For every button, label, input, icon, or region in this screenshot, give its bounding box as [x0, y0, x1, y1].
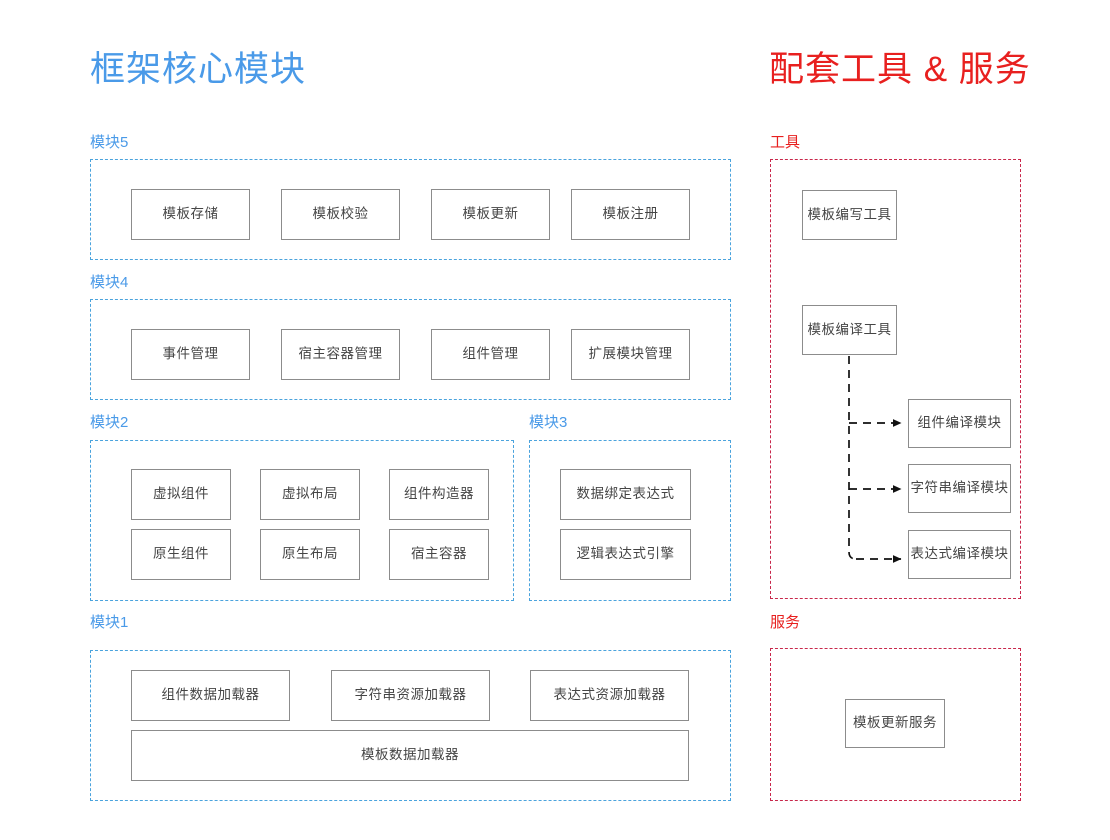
group-label-module4: 模块4 [90, 274, 129, 291]
node-module5-0[interactable]: 模板存储 [131, 189, 250, 240]
node-module3-0[interactable]: 数据绑定表达式 [560, 469, 691, 520]
group-label-module5: 模块5 [90, 134, 129, 151]
node-module2-2[interactable]: 组件构造器 [389, 469, 489, 520]
node-module1-3[interactable]: 模板数据加载器 [131, 730, 689, 781]
node-compile-module-expression[interactable]: 表达式编译模块 [908, 530, 1011, 579]
node-compile-module-component[interactable]: 组件编译模块 [908, 399, 1011, 448]
node-module1-0[interactable]: 组件数据加载器 [131, 670, 290, 721]
node-module1-1[interactable]: 字符串资源加载器 [331, 670, 490, 721]
node-module2-3[interactable]: 原生组件 [131, 529, 231, 580]
node-template-update-service[interactable]: 模板更新服务 [845, 699, 945, 748]
node-module2-1[interactable]: 虚拟布局 [260, 469, 360, 520]
group-label-module2: 模块2 [90, 414, 129, 431]
node-module4-3[interactable]: 扩展模块管理 [571, 329, 690, 380]
group-label-module3: 模块3 [529, 414, 568, 431]
node-module4-0[interactable]: 事件管理 [131, 329, 250, 380]
group-label-module1: 模块1 [90, 614, 129, 631]
node-module2-0[interactable]: 虚拟组件 [131, 469, 231, 520]
node-module4-2[interactable]: 组件管理 [431, 329, 550, 380]
node-module2-4[interactable]: 原生布局 [260, 529, 360, 580]
node-module4-1[interactable]: 宿主容器管理 [281, 329, 400, 380]
node-module1-2[interactable]: 表达式资源加载器 [530, 670, 689, 721]
page-title-core: 框架核心模块 [90, 50, 307, 89]
node-module5-3[interactable]: 模板注册 [571, 189, 690, 240]
group-label-tools: 工具 [770, 134, 801, 151]
node-module5-2[interactable]: 模板更新 [431, 189, 550, 240]
page-title-tools: 配套工具 & 服务 [769, 50, 1031, 89]
node-template-authoring-tool[interactable]: 模板编写工具 [802, 190, 897, 240]
node-compile-module-string[interactable]: 字符串编译模块 [908, 464, 1011, 513]
group-label-services: 服务 [770, 614, 801, 631]
node-module2-5[interactable]: 宿主容器 [389, 529, 489, 580]
node-module3-1[interactable]: 逻辑表达式引擎 [560, 529, 691, 580]
node-template-compiler-tool[interactable]: 模板编译工具 [802, 305, 897, 355]
node-module5-1[interactable]: 模板校验 [281, 189, 400, 240]
